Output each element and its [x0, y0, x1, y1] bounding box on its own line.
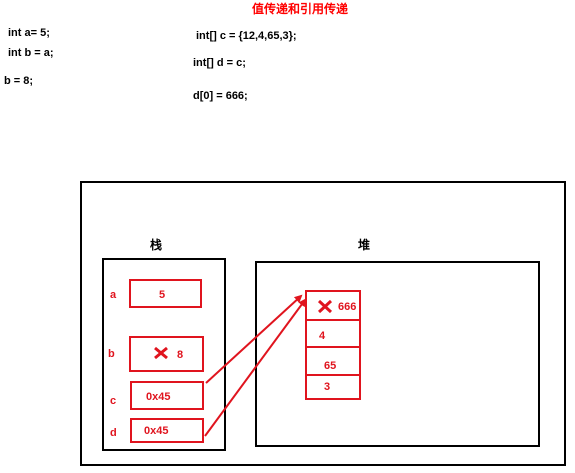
heap-region	[255, 261, 540, 447]
code-line-d-assign: d[0] = 666;	[193, 90, 248, 102]
stack-cell-a-value: 5	[159, 289, 166, 301]
stack-cell-c: 0x45	[130, 381, 204, 410]
diagram-title: 值传递和引用传递	[252, 2, 349, 16]
code-line-d: int[] d = c;	[193, 57, 246, 69]
stack-label: 栈	[150, 238, 163, 252]
stack-var-a-label: a	[110, 289, 117, 301]
stack-cell-d-value: 0x45	[144, 425, 169, 437]
code-line-c: int[] c = {12,4,65,3};	[196, 30, 297, 42]
stack-cell-d: 0x45	[130, 418, 204, 443]
heap-elem-0: 666	[338, 301, 357, 313]
heap-label: 堆	[358, 238, 371, 252]
memory-frame	[80, 181, 566, 466]
stack-var-b-label: b	[108, 348, 115, 360]
cross-mark-b	[154, 346, 168, 360]
heap-elem-1: 4	[319, 330, 326, 342]
reference-arrow-c	[205, 294, 303, 384]
heap-array-dividers	[305, 319, 361, 376]
stack-cell-a: 5	[129, 279, 202, 308]
stack-cell-c-value: 0x45	[146, 391, 171, 403]
stack-var-c-label: c	[110, 395, 117, 407]
heap-elem-3: 3	[324, 381, 331, 393]
code-line-b-assign: b = 8;	[4, 75, 34, 87]
stack-region	[102, 258, 226, 451]
stack-cell-b-value: 8	[177, 349, 184, 361]
stack-cell-b: 8	[129, 336, 204, 372]
heap-array	[305, 290, 361, 400]
stack-var-d-label: d	[110, 427, 117, 439]
cross-mark-array	[317, 299, 333, 314]
heap-elem-2: 65	[324, 360, 337, 372]
reference-arrow-d	[204, 298, 307, 437]
code-line-a: int a= 5;	[8, 27, 50, 39]
code-line-b: int b = a;	[8, 47, 54, 59]
